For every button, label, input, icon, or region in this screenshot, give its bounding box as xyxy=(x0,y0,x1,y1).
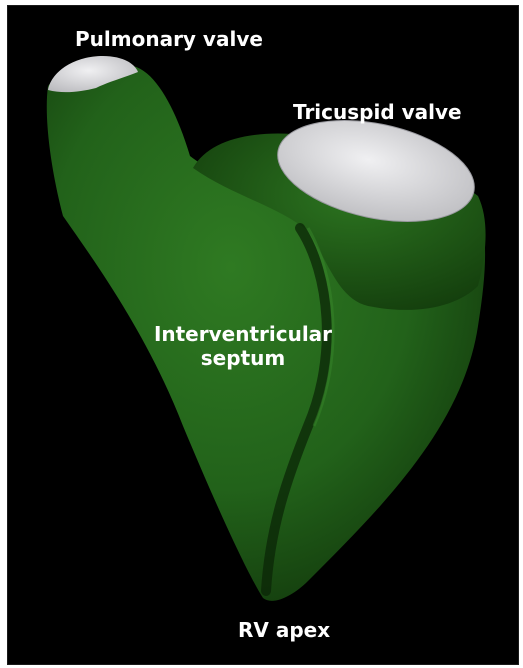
label-septum-line1: Interventricular xyxy=(148,322,338,346)
label-pulmonary-valve: Pulmonary valve xyxy=(75,27,263,51)
label-septum-line2: septum xyxy=(148,346,338,370)
label-interventricular-septum: Interventricular septum xyxy=(148,322,338,370)
label-rv-apex: RV apex xyxy=(238,618,330,642)
label-tricuspid-valve: Tricuspid valve xyxy=(293,100,462,124)
figure-frame: Pulmonary valve Tricuspid valve Interven… xyxy=(7,5,519,665)
